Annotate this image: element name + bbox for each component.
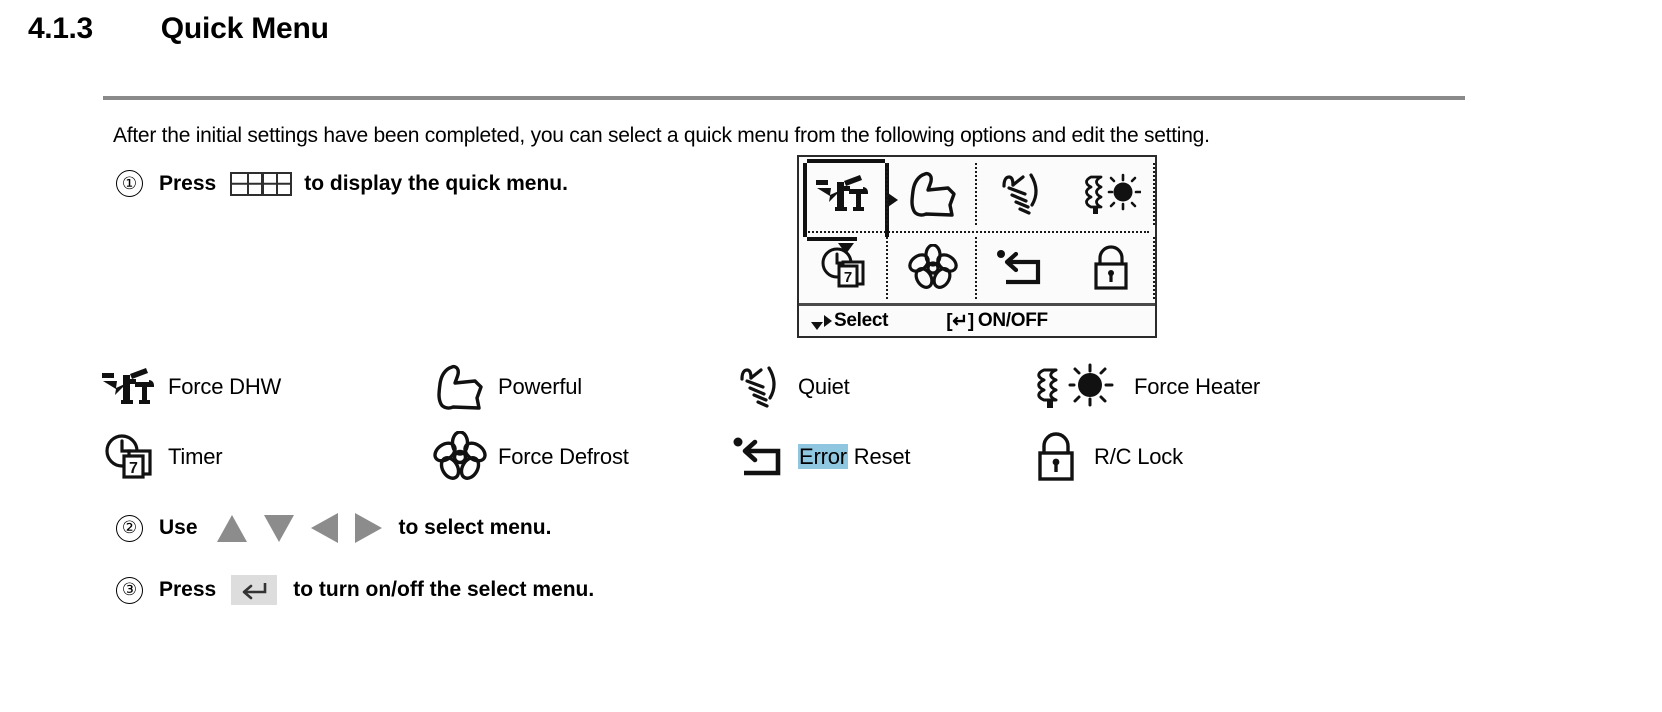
step-3-post-text: to turn on/off the select menu.: [293, 578, 595, 601]
lcd-status-select: Select: [811, 310, 888, 332]
arrow-right-key-icon[interactable]: [354, 513, 382, 543]
force-defrost-icon: [428, 429, 492, 485]
lcd-status-select-label: Select: [834, 310, 889, 331]
legend-item-quiet: Quiet: [728, 352, 1024, 422]
lcd-cell-force-dhw[interactable]: [799, 157, 898, 254]
legend-label-error-reset: Error Reset: [798, 444, 911, 469]
legend-grid: Force DHW Powerful Quiet: [98, 352, 1358, 492]
svg-text:7: 7: [843, 269, 851, 286]
lcd-cell-timer[interactable]: 7: [799, 231, 888, 305]
legend-label-timer: Timer: [168, 444, 223, 469]
legend-label-force-heater: Force Heater: [1134, 374, 1260, 399]
arrow-down-key-icon[interactable]: [263, 514, 294, 542]
intro-paragraph: After the initial settings have been com…: [113, 124, 1210, 147]
lcd-cell-force-defrost[interactable]: [888, 231, 977, 305]
legend-item-force-heater: Force Heater: [1024, 352, 1354, 422]
lcd-menu-grid: 7: [799, 157, 1155, 305]
lcd-cell-quiet[interactable]: [977, 157, 1066, 231]
lcd-cell-force-heater[interactable]: [1066, 157, 1155, 231]
step-3: ③ Press to turn on/off the select menu.: [116, 575, 599, 605]
quiet-icon: [996, 170, 1048, 218]
step-3-number: ③: [116, 576, 143, 604]
lcd-status-onoff-label: ON/OFF: [977, 310, 1048, 331]
legend-label-rc-lock: R/C Lock: [1094, 444, 1183, 469]
lcd-cell-rc-lock[interactable]: [1066, 231, 1155, 305]
lcd-quick-menu-panel: 7: [797, 155, 1157, 338]
step-1: ① Press to display the quick menu.: [116, 170, 573, 197]
timer-icon: 7: [98, 429, 162, 485]
step-2-post-text: to select menu.: [398, 516, 552, 539]
error-highlight: Error: [798, 444, 848, 469]
error-reset-icon: [994, 246, 1050, 290]
lcd-status-onoff: [↵] ON/OFF: [946, 310, 1048, 333]
right-arrow-icon: [824, 315, 832, 327]
lcd-cell-powerful[interactable]: [888, 157, 977, 231]
step-1-post-text: to display the quick menu.: [304, 171, 568, 195]
force-heater-icon: [1081, 170, 1141, 218]
page-heading: 4.1.3 Quick Menu: [28, 12, 329, 46]
arrow-key-group: [216, 513, 382, 543]
page-title: Quick Menu: [160, 12, 329, 45]
svg-text:7: 7: [129, 460, 138, 477]
step-2-pre-text: Use: [159, 516, 198, 539]
enter-bracket-icon: [↵]: [946, 310, 974, 332]
step-2: ② Use to select menu.: [116, 513, 556, 543]
lcd-cell-error-reset[interactable]: [977, 231, 1066, 305]
legend-item-force-defrost: Force Defrost: [428, 422, 728, 492]
step-1-number: ①: [116, 170, 143, 197]
menu-grid-key-icon: [230, 171, 293, 196]
legend-label-quiet: Quiet: [798, 374, 850, 399]
arrow-up-key-icon[interactable]: [216, 514, 247, 542]
force-defrost-icon: [907, 244, 959, 292]
heading-number: 4.1.3: [28, 12, 93, 45]
enter-key-icon[interactable]: [231, 575, 278, 605]
legend-label-force-dhw: Force DHW: [168, 374, 282, 399]
powerful-icon: [905, 170, 961, 218]
legend-item-rc-lock: R/C Lock: [1024, 422, 1354, 492]
rc-lock-icon: [1024, 429, 1088, 485]
step-2-number: ②: [116, 514, 143, 542]
heading-divider: [103, 96, 1465, 100]
arrow-left-key-icon[interactable]: [310, 513, 338, 543]
step-1-pre-text: Press: [159, 171, 217, 195]
quiet-icon: [728, 359, 792, 415]
step-3-pre-text: Press: [159, 578, 217, 601]
legend-item-timer: 7 Timer: [98, 422, 428, 492]
error-reset-icon: [728, 429, 792, 485]
legend-item-error-reset: Error Reset: [728, 422, 1024, 492]
force-dhw-icon: [813, 171, 875, 217]
legend-item-powerful: Powerful: [428, 352, 728, 422]
legend-item-force-dhw: Force DHW: [98, 352, 428, 422]
powerful-icon: [428, 359, 492, 415]
lcd-status-bar: Select [↵] ON/OFF: [799, 303, 1155, 336]
lcd-row-divider: [805, 231, 1149, 233]
legend-label-powerful: Powerful: [498, 374, 582, 399]
force-dhw-icon: [98, 359, 162, 415]
rc-lock-icon: [1088, 244, 1134, 292]
timer-icon: 7: [817, 244, 871, 292]
legend-label-force-defrost: Force Defrost: [498, 444, 629, 469]
force-heater-icon: [1024, 359, 1128, 415]
down-arrow-icon: [811, 322, 823, 330]
